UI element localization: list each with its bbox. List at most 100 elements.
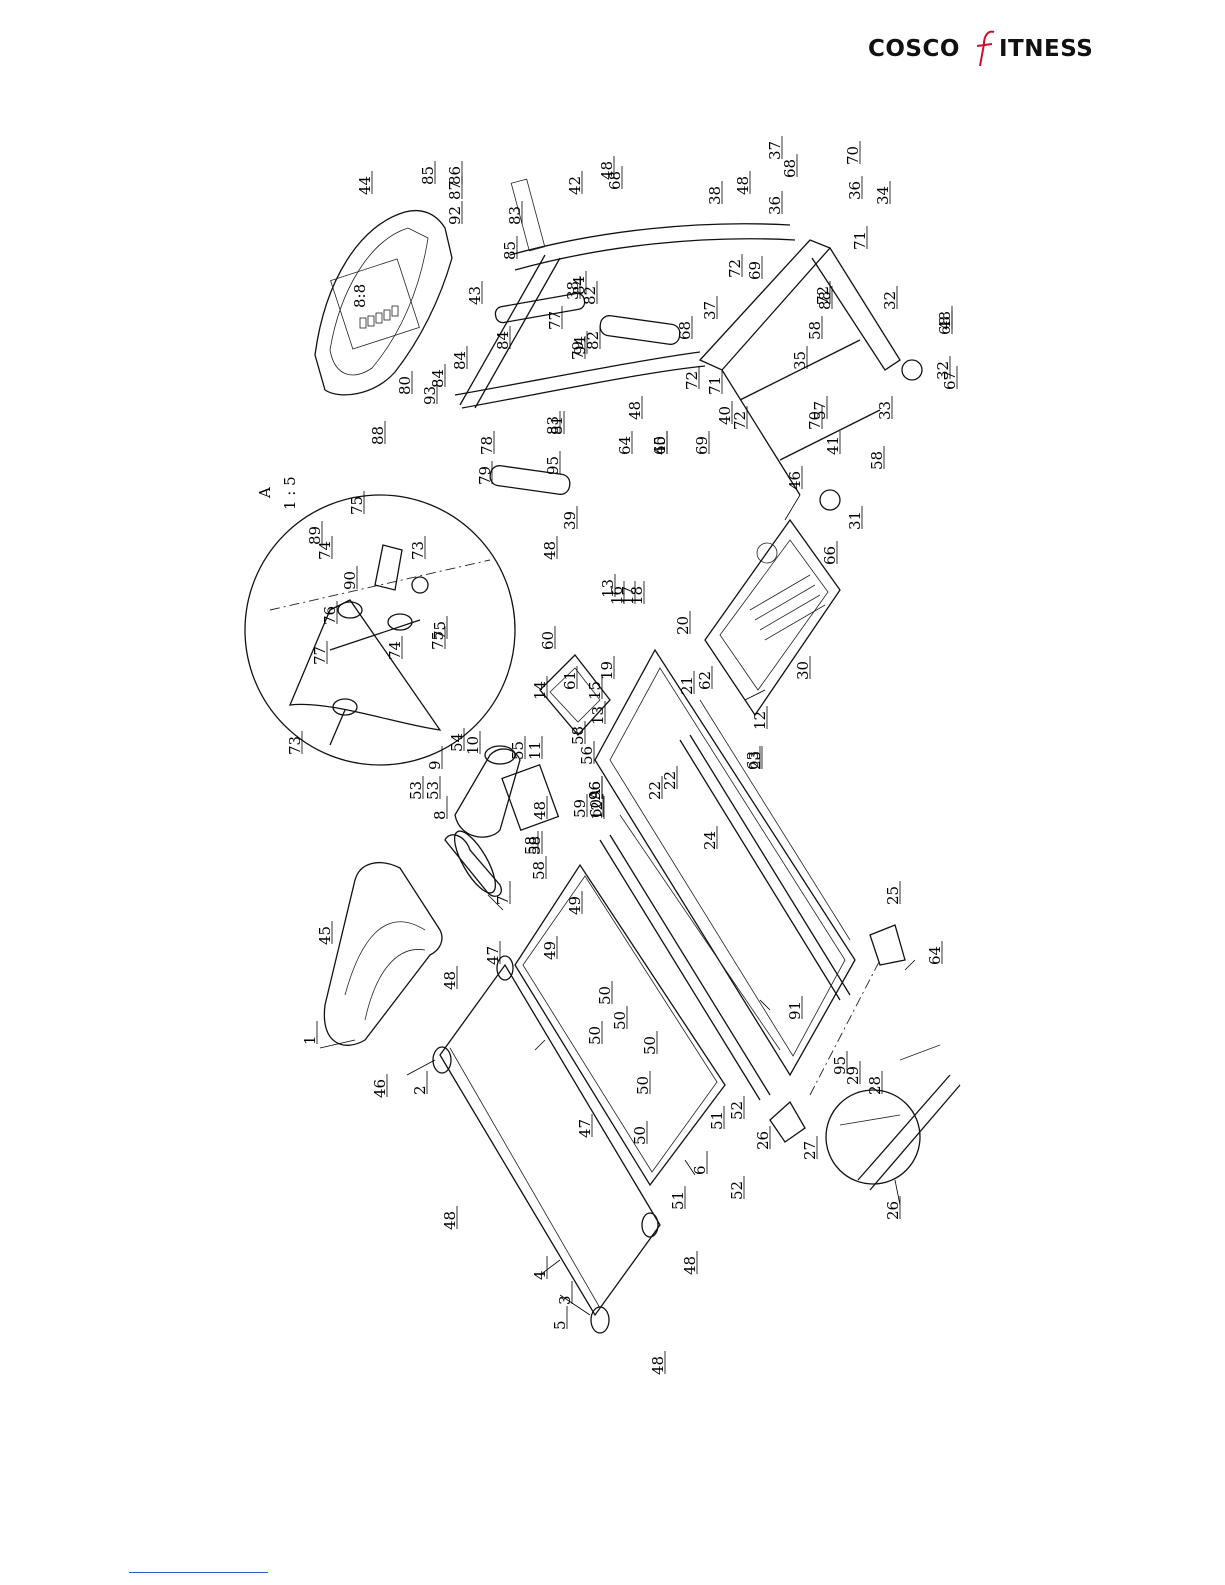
part-callout-label: 4 <box>531 1270 549 1280</box>
part-callout-label: 69 <box>693 436 711 455</box>
part-callout-label: 50 <box>634 1076 652 1095</box>
part-callout-label: 70 <box>844 146 862 165</box>
part-callout-label: 17 <box>619 586 637 605</box>
part-callout-label: 73 <box>286 736 304 755</box>
part-callout-label: 90 <box>341 571 359 590</box>
part-callout-label: 68 <box>676 321 694 340</box>
part-callout-label: 60 <box>539 631 557 650</box>
part-callout-label: 60 <box>587 799 605 818</box>
part-callout-label: 87 <box>446 181 464 200</box>
part-callout-label: 85 <box>501 241 519 260</box>
controller-board-part <box>539 654 611 736</box>
part-callout-label: 12 <box>751 711 769 730</box>
part-callout-label: 56 <box>578 746 596 765</box>
part-callout-label: 48 <box>734 176 752 195</box>
part-callout-label: 15 <box>586 681 604 700</box>
part-callout-label: 85 <box>419 166 437 185</box>
rear-end-cap-part <box>769 924 906 1143</box>
part-callout-label: 62 <box>696 671 714 690</box>
motor-cover-part <box>323 862 443 1046</box>
part-callout-label: 61 <box>561 671 579 690</box>
part-callout-label: 68 <box>936 316 954 335</box>
part-callout-label: 2 <box>411 1085 429 1095</box>
part-callout-label: 83 <box>506 206 524 225</box>
part-callout-label: 48 <box>598 161 616 180</box>
part-callout-label: 31 <box>846 511 864 530</box>
part-callout-label: 19 <box>598 661 616 680</box>
part-callout-label: 49 <box>566 896 584 915</box>
part-callout-label: 58 <box>522 836 540 855</box>
part-callout-label: 10 <box>464 736 482 755</box>
part-callout-label: 71 <box>706 376 724 395</box>
part-callout-label: 33 <box>876 401 894 420</box>
deck-rails-part <box>599 734 851 1101</box>
part-callout-label: 72 <box>683 371 701 390</box>
part-callout-label: 27 <box>801 1141 819 1160</box>
part-callout-label: 53 <box>424 781 442 800</box>
part-callout-label: 50 <box>586 1026 604 1045</box>
part-callout-label: 1 <box>301 1035 319 1045</box>
part-callout-label: 78 <box>478 436 496 455</box>
part-callout-label: 48 <box>441 971 459 990</box>
part-callout-label: 73 <box>409 541 427 560</box>
part-callout-label: 70 <box>806 411 824 430</box>
callout-leader-lines <box>319 494 916 1316</box>
part-callout-label: 74 <box>316 541 334 560</box>
part-callout-label: 48 <box>531 801 549 820</box>
logo-text-itness: ITNESS <box>999 36 1094 62</box>
part-callout-label: 6 <box>691 1165 709 1175</box>
logo-f-mark-icon <box>976 30 995 67</box>
part-callout-label: 51 <box>669 1191 687 1210</box>
part-callout-label: 11 <box>526 741 544 760</box>
part-callout-label: 29 <box>844 1066 862 1085</box>
part-callout-label: 12 <box>588 801 606 820</box>
part-callout-label: 37 <box>701 301 719 320</box>
part-callout-label: 64 <box>616 436 634 455</box>
part-callout-label: 95 <box>831 1056 849 1075</box>
part-callout-label: 48 <box>626 401 644 420</box>
part-callout-label: 64 <box>926 946 944 965</box>
part-callout-label: 92 <box>446 206 464 225</box>
detail-view-name: A <box>256 487 274 499</box>
part-callout-label: 84 <box>570 276 588 295</box>
part-callout-label: 77 <box>311 646 329 665</box>
part-callout-label: 54 <box>448 733 466 752</box>
part-callout-label: 84 <box>429 369 447 388</box>
motor-part <box>444 745 560 897</box>
part-callout-label: 68 <box>781 159 799 178</box>
part-callout-label: 40 <box>651 436 669 455</box>
part-callout-label: 34 <box>874 186 892 205</box>
part-callout-label: 38 <box>564 281 582 300</box>
part-callout-label: 58 <box>526 836 544 855</box>
part-callout-label: 52 <box>728 1101 746 1120</box>
part-callout-label: 55 <box>509 741 527 760</box>
part-callout-label: 46 <box>371 1079 389 1098</box>
part-callout-label: 91 <box>786 1001 804 1020</box>
part-callout-label: 59 <box>571 799 589 818</box>
part-callout-label: 35 <box>791 351 809 370</box>
part-callout-label: 16 <box>608 586 626 605</box>
part-callout-label: 86 <box>446 166 464 185</box>
part-callout-label: 50 <box>596 986 614 1005</box>
part-callout-label: 8 <box>431 810 449 820</box>
part-callout-label: 50 <box>641 1036 659 1055</box>
part-callout-label: 88 <box>816 291 834 310</box>
part-callout-label: 67 <box>941 371 959 390</box>
part-callout-label: 83 <box>544 416 562 435</box>
part-callout-label: 82 <box>581 286 599 305</box>
detail-a-roller-circle <box>825 1044 961 1191</box>
part-callout-label: 45 <box>316 926 334 945</box>
part-callout-label: 48 <box>649 1356 667 1375</box>
part-callout-label: 14 <box>531 681 549 700</box>
part-callout-label: 57 <box>811 401 829 420</box>
part-callout-label: 30 <box>794 661 812 680</box>
part-callout-label: 72 <box>814 286 832 305</box>
part-callout-label: 39 <box>561 511 579 530</box>
part-callout-label: 94 <box>571 336 589 355</box>
part-callout-label: 75 <box>429 631 447 650</box>
part-callout-label: 28 <box>866 1076 884 1095</box>
part-callout-label: 88 <box>369 426 387 445</box>
running-belt-part <box>432 863 726 1334</box>
